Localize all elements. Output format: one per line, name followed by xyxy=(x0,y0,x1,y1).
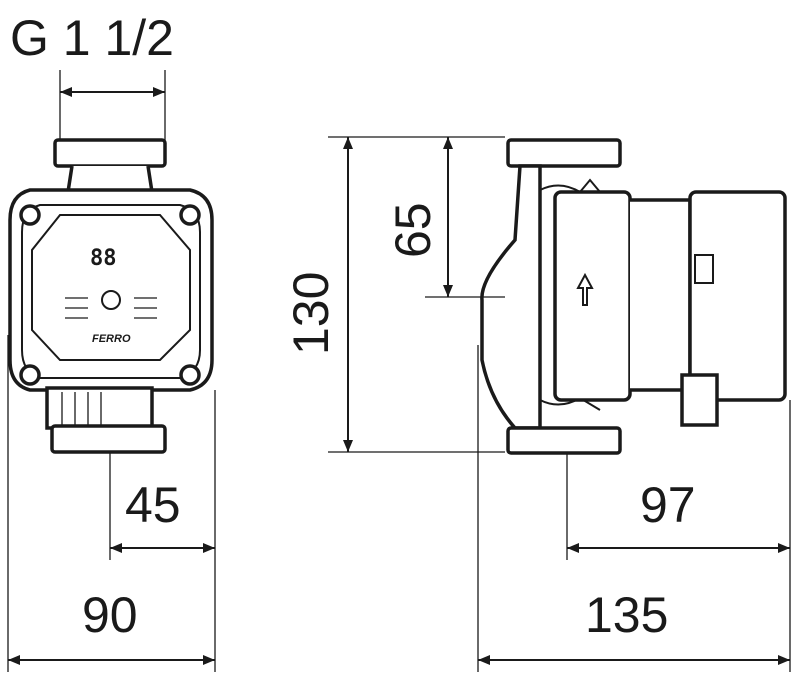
terminal-box xyxy=(45,386,154,430)
control-panel xyxy=(31,214,191,361)
dimension-135: 135 xyxy=(477,345,790,672)
rear-cover xyxy=(688,190,787,402)
pipe-body xyxy=(480,164,542,430)
dimension-90: 90 xyxy=(7,335,215,672)
connection-size-label: G 1 1/2 xyxy=(10,10,174,66)
dimension-65: 65 xyxy=(385,137,505,298)
terminal-box-ribs xyxy=(61,392,102,425)
display-digits: 88 xyxy=(90,246,117,271)
dimension-97: 97 xyxy=(566,400,791,672)
side-top-flange xyxy=(506,138,622,168)
dim-97-label: 97 xyxy=(640,477,696,533)
motor-housing xyxy=(553,190,632,402)
side-view xyxy=(480,138,787,455)
screw-icon xyxy=(179,364,201,386)
dimension-45: 45 xyxy=(109,390,216,672)
screw-icon xyxy=(19,364,41,386)
top-neck xyxy=(65,165,155,194)
mode-indicators xyxy=(65,297,157,319)
dimension-g-1-1-2: G 1 1/2 xyxy=(10,10,174,140)
dim-90-label: 90 xyxy=(82,587,138,643)
volute-edge xyxy=(539,178,601,194)
cable-gland xyxy=(680,373,719,427)
screw-icon xyxy=(19,204,41,226)
stator-housing xyxy=(630,198,692,392)
dim-135-label: 135 xyxy=(585,587,668,643)
screw-icon xyxy=(179,204,201,226)
side-bottom-flange xyxy=(506,426,622,455)
dim-45-label: 45 xyxy=(125,477,181,533)
dim-65-label: 65 xyxy=(385,202,441,258)
dim-130-label: 130 xyxy=(283,272,339,355)
flow-direction-arrow-icon xyxy=(576,272,594,306)
bottom-flange xyxy=(50,424,167,454)
mode-button xyxy=(101,290,121,310)
top-flange xyxy=(53,138,167,168)
front-view: 88 FERRO xyxy=(8,138,214,454)
dimension-130: 130 xyxy=(283,136,505,453)
brand-logo: FERRO xyxy=(92,333,131,345)
side-tab xyxy=(694,254,714,284)
